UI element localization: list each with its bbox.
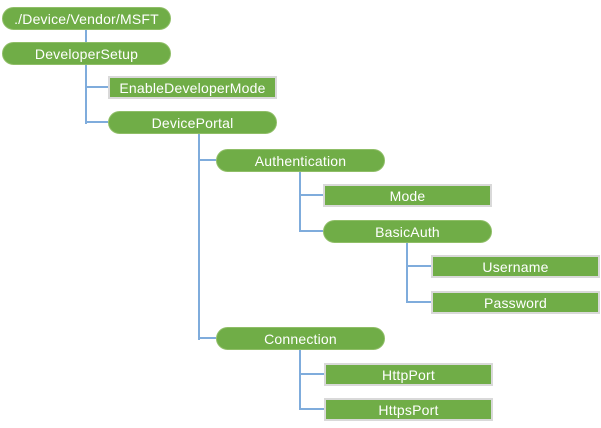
connector-branch-authentication	[198, 159, 216, 161]
node-enabledevelopermode: EnableDeveloperMode	[108, 76, 277, 99]
connector-basicauth-trunk	[406, 243, 408, 303]
node-root: ./Device/Vendor/MSFT	[2, 7, 171, 30]
connector-branch-enabledevelopermode	[85, 86, 108, 88]
connector-branch-mode	[299, 194, 323, 196]
node-httpsport: HttpsPort	[324, 398, 493, 421]
node-connection: Connection	[216, 327, 385, 350]
connector-authentication-trunk	[299, 172, 301, 232]
connector-branch-httpport	[299, 373, 324, 375]
node-deviceportal: DevicePortal	[108, 111, 277, 134]
node-httpport: HttpPort	[324, 363, 493, 386]
connector-connection-trunk	[299, 350, 301, 410]
connector-deviceportal-trunk	[198, 134, 200, 340]
node-password: Password	[431, 291, 600, 314]
connector-branch-password	[406, 301, 431, 303]
node-mode: Mode	[323, 184, 492, 207]
connector-branch-deviceportal	[85, 121, 108, 123]
connector-developersetup-trunk	[85, 65, 87, 124]
node-developersetup: DeveloperSetup	[2, 42, 171, 65]
node-basicauth: BasicAuth	[323, 220, 492, 243]
connector-branch-httpsport	[299, 408, 324, 410]
node-authentication: Authentication	[216, 149, 385, 172]
connector-branch-username	[406, 265, 431, 267]
connector-branch-basicauth	[299, 230, 323, 232]
connector-branch-connection	[198, 337, 216, 339]
node-username: Username	[431, 255, 600, 278]
connector-root-to-developersetup	[85, 30, 87, 42]
